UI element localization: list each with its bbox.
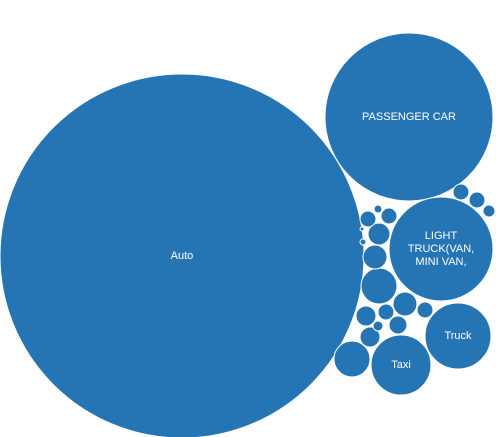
bubble-unlabeled[interactable] [372,320,384,332]
bubble-unlabeled[interactable] [380,207,398,225]
bubble-unlabeled[interactable] [359,210,377,228]
bubble-unlabeled[interactable] [362,244,388,270]
bubble-unlabeled[interactable] [359,326,381,348]
bubble-unlabeled[interactable] [452,183,470,201]
bubble-unlabeled[interactable] [377,303,395,321]
bubble-passenger-car[interactable] [324,32,494,202]
bubble-unlabeled[interactable] [355,305,377,327]
bubble-taxi[interactable] [370,334,432,396]
bubble-unlabeled[interactable] [360,267,398,305]
bubble-unlabeled[interactable] [388,315,408,335]
bubble-unlabeled[interactable] [367,222,391,246]
bubble-unlabeled[interactable] [359,238,367,246]
bubble-auto[interactable] [0,73,365,437]
bubble-unlabeled[interactable] [416,301,434,319]
bubble-unlabeled[interactable] [468,191,486,209]
bubble-truck[interactable] [424,302,492,370]
bubble-unlabeled[interactable] [373,204,383,214]
bubble-unlabeled[interactable] [333,340,371,378]
bubble-unlabeled[interactable] [392,291,418,317]
bubble-light-truck-van-mini-van[interactable] [388,196,494,302]
bubble-unlabeled[interactable] [359,226,365,232]
bubble-unlabeled[interactable] [482,204,496,218]
